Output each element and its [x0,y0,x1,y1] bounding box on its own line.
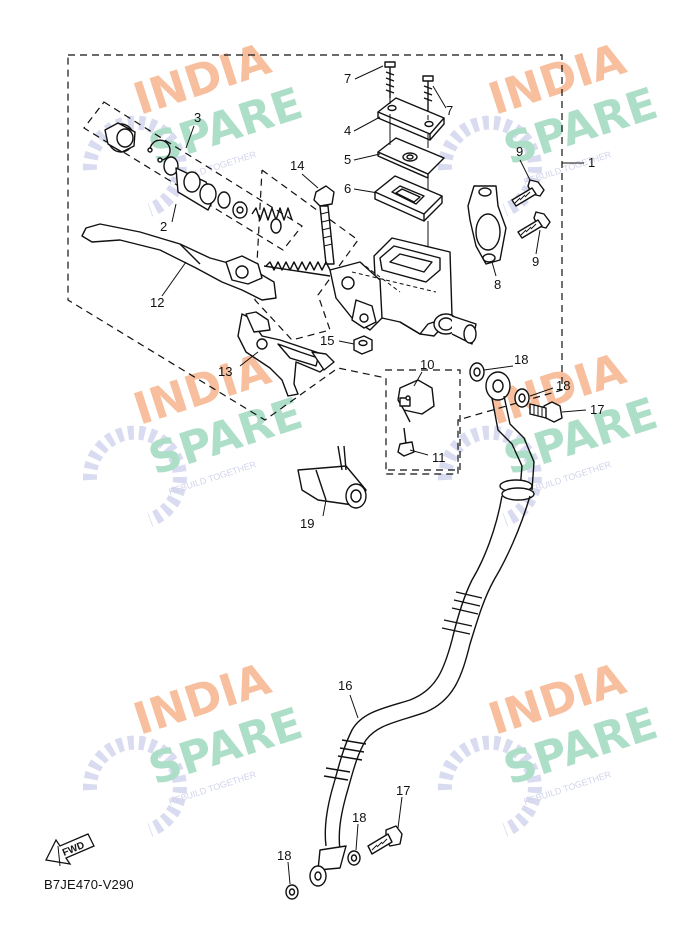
washer-18a [469,362,485,382]
watermark-bottom-right: INDIA SPARE REBUILD TOGETHER [437,654,664,837]
bolt-9b [517,211,551,239]
brake-lever [81,223,331,301]
callout-15: 15 [320,333,334,348]
wrench-icon [82,425,187,527]
union-bolt-17b [367,825,403,855]
brake-hose [309,371,535,887]
callout-2: 2 [160,219,167,234]
piston-cup [104,122,136,153]
callout-13: 13 [218,364,232,379]
piston-assembly [163,156,248,219]
screw-7b [422,75,434,115]
front-stop-switch [397,379,435,423]
callout-3: 3 [194,110,201,125]
callout-19: 19 [300,516,314,531]
callout-7b: 7 [446,103,453,118]
wrench-icon [82,735,187,837]
washer-18c [347,850,361,866]
assembly-outlines [67,54,563,475]
bolt-9a [511,179,545,207]
switch-screw [397,427,415,457]
callout-1: 1 [588,155,595,170]
callout-17b: 17 [396,783,410,798]
callout-8: 8 [494,277,501,292]
watermark-top-right: INDIA SPARE REBUILD TOGETHER [437,34,664,217]
screw-7a [384,61,396,98]
callout-16: 16 [338,678,352,693]
watermark-bottom-left: INDIA SPARE REBUILD TOGETHER [82,654,309,837]
reservoir-cap [377,97,445,135]
callout-labels: 7 7 4 5 6 1 3 2 9 9 8 14 12 13 15 10 11 … [150,71,604,863]
callout-12: 12 [150,295,164,310]
parts [81,61,563,900]
fwd-label: FWD [61,840,86,859]
master-cylinder-body [329,237,477,345]
wrench-icon [82,115,187,217]
callout-18a: 18 [514,352,528,367]
callout-7a: 7 [344,71,351,86]
hose-guide-clamp [297,445,367,509]
switch-outline [385,369,461,471]
pivot-bolt [313,185,335,265]
callout-14: 14 [290,158,304,173]
spring [251,207,293,234]
circlip [147,139,171,163]
callout-18c: 18 [352,810,366,825]
nut [353,335,373,355]
lever-bracket-outline [254,169,359,341]
washer-18d [285,884,299,900]
piston-kit-outline [83,101,303,251]
callout-4: 4 [344,123,351,138]
diagram-code: B7JE470-V290 [44,877,134,892]
wrench-icon [437,735,542,837]
handlebar-clamp [467,185,507,265]
callout-11: 11 [432,450,446,465]
leader-lines [161,65,587,885]
fwd-arrow-icon: FWD [45,833,95,867]
callout-17a: 17 [590,402,604,417]
master-cylinder-assembly-outline [67,54,563,475]
lever-bracket [237,311,335,397]
watermarks: INDIA SPARE REBUILD TOGETHER INDIA SPARE… [82,34,664,837]
callout-18d: 18 [277,848,291,863]
callout-9a: 9 [516,144,523,159]
union-bolt-17a [529,401,563,423]
callout-6: 6 [344,181,351,196]
callout-10: 10 [420,357,434,372]
callout-18b: 18 [556,378,570,393]
callout-5: 5 [344,152,351,167]
washer-18b [514,388,530,408]
callout-9b: 9 [532,254,539,269]
